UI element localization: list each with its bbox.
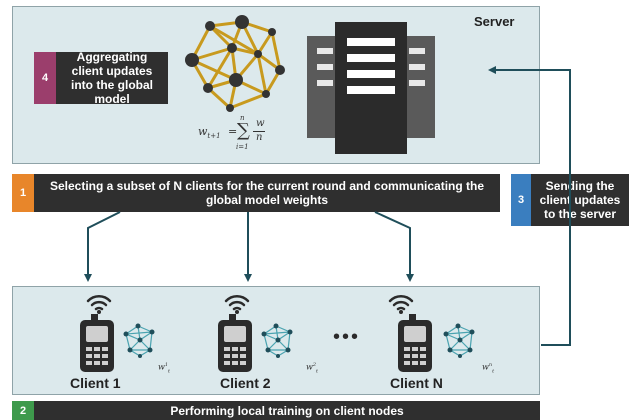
arrow-to-client-1 xyxy=(84,211,121,282)
sum-symbol: ∑ xyxy=(237,120,250,141)
client-2-weight: w2t xyxy=(306,362,319,375)
server-icon xyxy=(307,22,435,154)
formula-fraction-numerator: w xyxy=(256,118,265,129)
step-4-text: Aggregating client updates into the glob… xyxy=(56,50,168,106)
formula-equals: = xyxy=(228,125,238,138)
formula-fraction-denominator: n xyxy=(256,132,263,143)
step-2-label: 2 Performing local training on client no… xyxy=(12,401,540,420)
step-4-label: 4 Aggregating client updates into the gl… xyxy=(34,50,168,106)
step-1-number: 1 xyxy=(12,174,34,212)
formula-lhs-sub: t+1 xyxy=(207,132,221,141)
local-model-icon xyxy=(443,323,475,358)
formula-sum-top: n xyxy=(240,114,245,122)
formula-lhs: w xyxy=(198,125,208,138)
step-3-text: Sending the client updates to the server xyxy=(531,174,629,226)
server-title: Server xyxy=(474,14,515,29)
smartphone-icon xyxy=(80,314,114,372)
formula-sum-bottom: i=1 xyxy=(236,143,249,151)
step-1-label: 1 Selecting a subset of N clients for th… xyxy=(12,174,500,212)
local-model-icon xyxy=(123,323,155,358)
client-node-1: w1t xyxy=(72,292,232,392)
wifi-icon xyxy=(86,294,112,314)
client-node-n: wnt xyxy=(374,292,534,392)
aggregation-formula: wt+1 = n ∑ i=1 w n xyxy=(198,114,278,154)
wifi-icon xyxy=(224,294,250,314)
ellipsis: ••• xyxy=(333,326,361,348)
neural-network-icon xyxy=(185,15,285,112)
local-model-icon xyxy=(261,323,293,358)
client-1-weight: w1t xyxy=(158,362,171,375)
step-2-text: Performing local training on client node… xyxy=(34,401,540,420)
step-3-number: 3 xyxy=(511,174,531,226)
smartphone-icon xyxy=(398,314,432,372)
client-node-2: w2t xyxy=(210,292,370,392)
step-4-number: 4 xyxy=(34,52,56,104)
fraction-bar xyxy=(253,131,265,132)
wifi-icon xyxy=(388,294,414,314)
smartphone-icon xyxy=(218,314,252,372)
step-3-label: 3 Sending the client updates to the serv… xyxy=(511,174,629,226)
client-2-label: Client 2 xyxy=(220,375,271,391)
step-1-text: Selecting a subset of N clients for the … xyxy=(34,174,500,212)
step-2-number: 2 xyxy=(12,401,34,420)
arrow-client-to-server xyxy=(488,66,571,346)
client-n-weight: wnt xyxy=(482,362,495,375)
arrow-to-client-n xyxy=(374,211,414,282)
client-n-label: Client N xyxy=(390,375,443,391)
client-1-label: Client 1 xyxy=(70,375,121,391)
